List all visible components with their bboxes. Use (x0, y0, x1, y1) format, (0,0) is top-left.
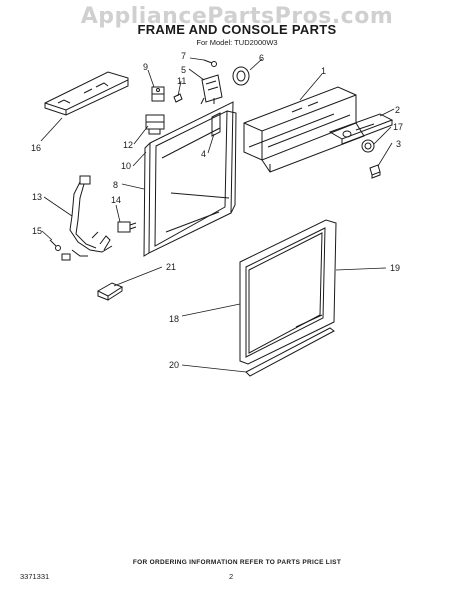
part-10-latch (145, 114, 165, 135)
callout-6: 6 (259, 53, 264, 63)
page-number: 2 (229, 572, 234, 581)
document-number: 3371331 (20, 572, 50, 581)
callout-12: 12 (123, 140, 133, 150)
diagram-title: FRAME AND CONSOLE PARTS (137, 22, 337, 37)
callout-16: 16 (31, 143, 41, 153)
callout-7: 7 (181, 51, 186, 61)
part-8-door-frame (143, 101, 237, 257)
callout-labels: 1 2 3 4 5 6 7 8 9 10 11 12 13 14 15 16 1… (31, 51, 403, 370)
callout-10: 10 (121, 161, 131, 171)
callout-15: 15 (32, 226, 42, 236)
part-18-inner-panel (245, 227, 326, 358)
part-21-clip (96, 282, 124, 301)
model-line: For Model: TUD2000W3 (196, 38, 278, 47)
callout-9: 9 (143, 62, 148, 72)
callout-18: 18 (169, 314, 179, 324)
part-17-knob (361, 139, 375, 153)
ordering-note: FOR ORDERING INFORMATION REFER TO PARTS … (132, 559, 342, 566)
callout-8: 8 (113, 180, 118, 190)
callout-20: 20 (169, 360, 179, 370)
part-16-bracket (44, 71, 129, 116)
leader-lines (40, 57, 395, 373)
part-2-control-face (328, 113, 394, 145)
part-19-outer-panel (239, 219, 337, 365)
callout-2: 2 (395, 105, 400, 115)
part-6-knob (232, 66, 250, 86)
part-9-hinge (151, 86, 165, 102)
part-14-connector (117, 221, 137, 233)
part-13-wire-harness (61, 175, 113, 261)
callout-5: 5 (181, 65, 186, 75)
callout-11: 11 (177, 76, 186, 86)
part-20-trim-strip (245, 327, 335, 377)
part-5-switch (200, 74, 223, 105)
part-3-button (369, 164, 381, 179)
callout-1: 1 (321, 66, 326, 76)
callout-3: 3 (396, 139, 401, 149)
callout-14: 14 (111, 195, 121, 205)
part-7-screw (203, 59, 217, 67)
watermark: AppliancePartsPros.com (80, 4, 394, 29)
part-1-console-panel (243, 86, 365, 173)
part-15-screw (49, 239, 61, 251)
callout-13: 13 (32, 192, 42, 202)
callout-19: 19 (390, 263, 400, 273)
callout-21: 21 (166, 262, 176, 272)
callout-17: 17 (393, 122, 403, 132)
part-4-bracket (211, 112, 221, 137)
callout-4: 4 (201, 149, 206, 159)
